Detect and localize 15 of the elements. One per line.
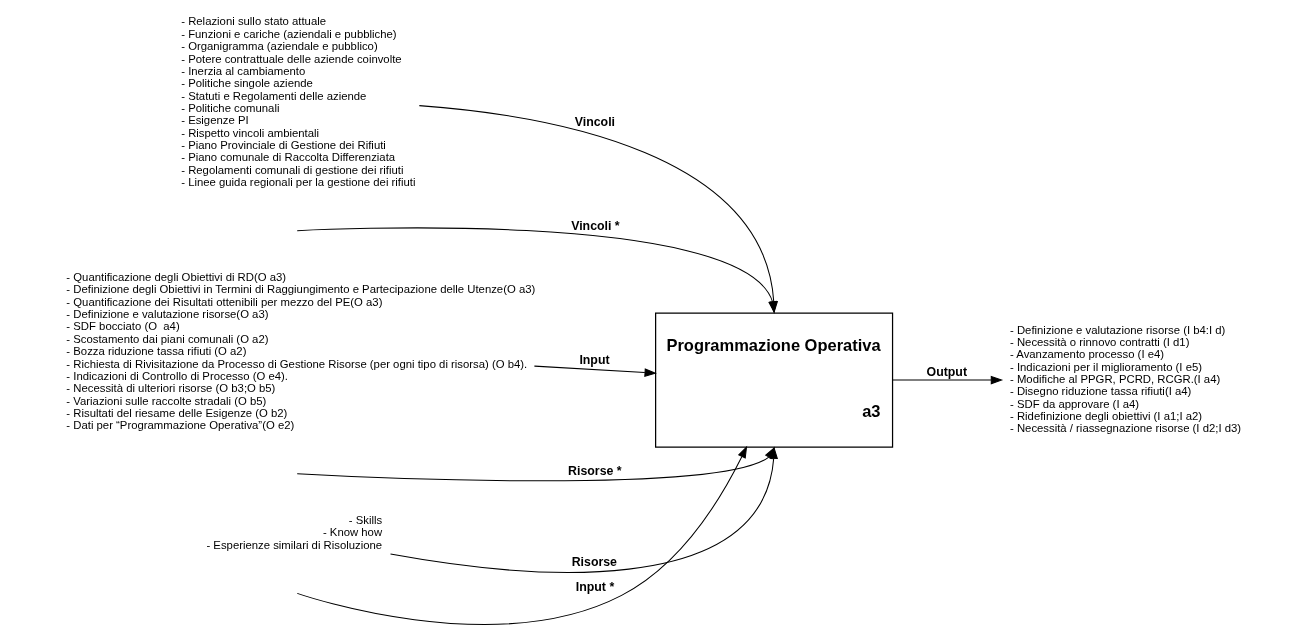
node-box: Programmazione Operativa a3 (655, 312, 894, 448)
arrow (296, 445, 748, 625)
edge-label: Vincoli (574, 115, 616, 130)
edge-label: Input (579, 353, 610, 368)
node-text: - Skills - Know how - Esperienze similari di Risoluzione (206, 514, 383, 551)
node-text: - Definizione e valutazione risorse (I b4:I d) - Necessità o rinnovo contratti (I d1) - Avanzamento processo (I e4) - Indicazioni per il miglioramento (I e5) - Modifiche al PPGR, PCRD, RCGR.(I a4) - Disegno riduzione tassa rifiuti(I a4) - SDF da approvare (I a4) - Ridefinizione degli obiettivi (I a1;I a2) - Necessità / riassegnazione risorse (I d2;I d3) (1010, 323, 1242, 435)
node-text: - Quantificazione degli Obiettivi di RD(O a3) - Definizione degli Obiettivi in Termini di Raggiungimento e Partecipazione delle Utenze(O a3) - Quantificazione dei Risultati ottenibili per mezzo del PE(O a3) - Definizione e valutazione risorse(O a3) - SDF bocciato (O a4) - Scostamento dai piani comunali (O a2) - Bozza riduzione tassa rifiuti (O a2) - Richiesta di Rivisitazione da Processo di Gestione Risorse (per ogni tipo di risorsa) (O b4). - Indicazioni di Controllo di Processo (O e4). - Necessità di ulteriori risorse (O b3;O b5) - Variazioni sulle raccolte stradali (O b5) - Risultati del riesame delle Esigenze (O b2) - Dati per “Programmazione Operativa”(O e2) (66, 270, 536, 432)
arrow (533, 365, 657, 377)
edge-label: Output (926, 364, 968, 379)
edge-label: Risorse (571, 555, 618, 570)
edge-label: Risorse * (568, 464, 622, 479)
node-text: - Relazioni sullo stato attuale - Funzioni e cariche (aziendali e pubbliche) - Organigramma (aziendale e pubblico) - Potere contrattuale delle aziende coinvolte - Inerzia al cambiamento - Politiche singole aziende - Statuti e Regolamenti delle aziende - Politiche comunali - Esigenze PI - Rispetto vincoli ambientali - Piano Provinciale di Gestione dei Rifiuti - Piano comunale di Raccolta Differenziata - Regolamenti comunali di gestione dei rifiuti - Linee guida regionali per la gestione dei rifiuti (181, 15, 416, 189)
edge-label: Vincoli * (571, 219, 620, 234)
arrow (892, 375, 1004, 385)
edge-label: Input * (575, 579, 615, 594)
